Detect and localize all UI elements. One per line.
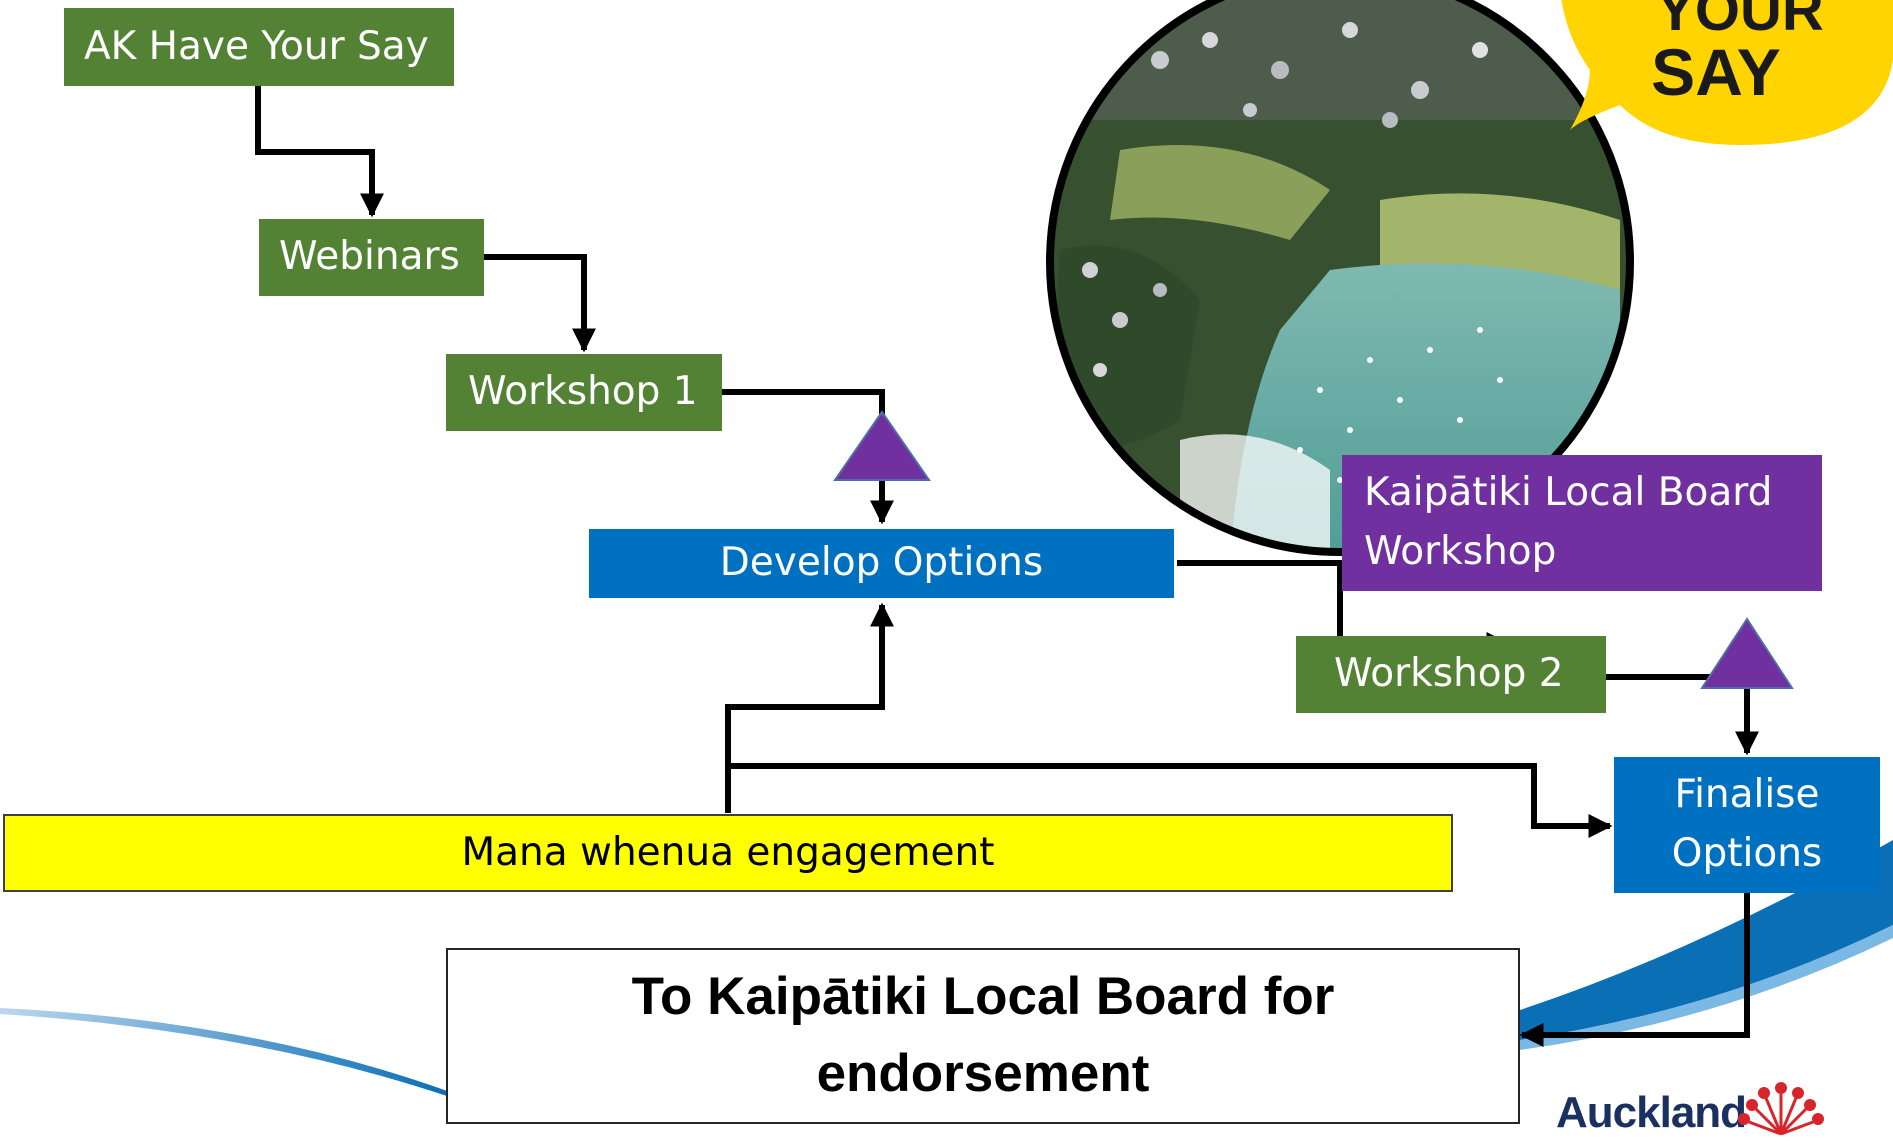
- right-swoosh: [1520, 840, 1893, 1040]
- node-finalise-options: Finalise Options: [1614, 757, 1880, 893]
- node-workshop-1: Workshop 1: [446, 354, 722, 431]
- node-endorsement-line1: To Kaipātiki Local Board for: [631, 967, 1335, 1027]
- badge-text-line1: YOUR: [1656, 0, 1824, 43]
- decision-triangle-right: [1700, 617, 1794, 689]
- node-mana-whenua-engagement: Mana whenua engagement: [3, 814, 1453, 892]
- pohutukawa-flower-icon: [1738, 1082, 1824, 1136]
- node-endorsement: To Kaipātiki Local Board for endorsement: [446, 948, 1520, 1124]
- connector-have-your-say-to-webinars: [255, 86, 384, 218]
- node-develop-options-label: Develop Options: [719, 540, 1044, 586]
- connector-mana-to-develop: [725, 602, 894, 813]
- auckland-logo-text: Auckland: [1556, 1088, 1747, 1137]
- node-webinars: Webinars: [259, 219, 484, 296]
- node-mana-whenua-label: Mana whenua engagement: [461, 829, 995, 875]
- node-ak-have-your-say: AK Have Your Say: [64, 8, 454, 86]
- left-swoosh: [0, 1008, 450, 1097]
- badge-text-line2: SAY: [1651, 35, 1781, 109]
- node-workshop-1-label: Workshop 1: [468, 369, 698, 415]
- node-workshop-2: Workshop 2: [1296, 636, 1606, 713]
- node-develop-options: Develop Options: [589, 529, 1174, 598]
- connector-finalise-to-endorsement: [1519, 893, 1750, 1047]
- decision-triangle-left: [833, 410, 931, 481]
- node-finalise-options-line2: Options: [1671, 831, 1823, 876]
- node-local-board-workshop: Kaipātiki Local Board Workshop: [1342, 455, 1822, 591]
- node-workshop-2-label: Workshop 2: [1334, 651, 1564, 697]
- node-local-board-workshop-line2: Workshop: [1364, 529, 1557, 574]
- node-endorsement-line2: endorsement: [816, 1044, 1150, 1103]
- have-your-say-badge: YOUR SAY: [1561, 0, 1893, 145]
- auckland-council-logo: Auckland: [1556, 1082, 1856, 1142]
- node-finalise-options-line1: Finalise: [1674, 772, 1820, 818]
- connector-workshop1-to-triangle: [722, 389, 885, 420]
- connector-mana-to-finalise: [728, 763, 1613, 838]
- node-ak-have-your-say-label: AK Have Your Say: [84, 23, 429, 69]
- photo-frame: [1046, 0, 1634, 556]
- connector-webinars-to-workshop1: [484, 254, 596, 353]
- node-local-board-workshop-line1: Kaipātiki Local Board: [1364, 470, 1773, 516]
- node-webinars-label: Webinars: [279, 234, 460, 280]
